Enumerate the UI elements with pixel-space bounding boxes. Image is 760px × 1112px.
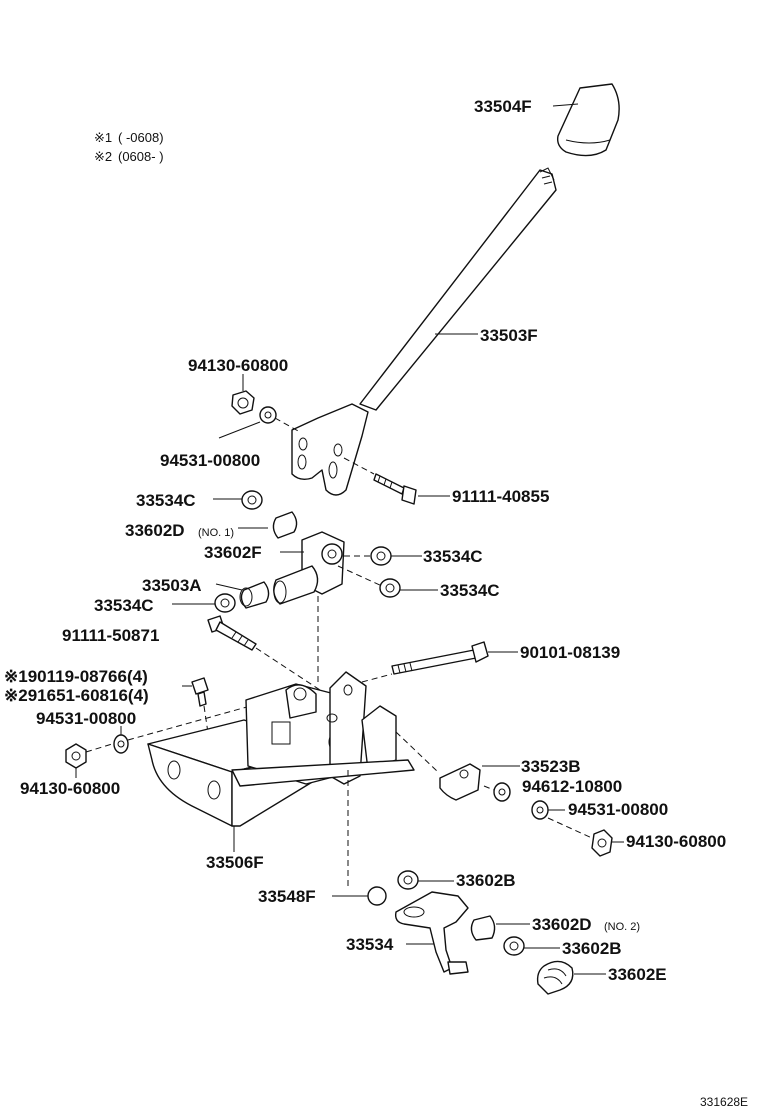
label-33602B-lower[interactable]: 33602B	[562, 939, 622, 958]
bolt-91111-50871	[207, 615, 321, 691]
bushings-right	[370, 546, 438, 598]
note-2-mark: ※2	[94, 149, 112, 164]
label-94130-60800-left[interactable]: 94130-60800	[20, 779, 120, 798]
upper-nut-washer	[218, 374, 301, 439]
label-94130-60800-upper[interactable]: 94130-60800	[188, 356, 288, 375]
bracket-33523B	[395, 731, 520, 801]
label-33506F[interactable]: 33506F	[206, 853, 264, 872]
figure-code: 331628E	[700, 1095, 748, 1109]
label-33602D-no2[interactable]: 33602D	[532, 915, 592, 934]
label-33602E[interactable]: 33602E	[608, 965, 667, 984]
label-33503F[interactable]: 33503F	[480, 326, 538, 345]
pivot-33602F	[273, 531, 383, 684]
label-33602F[interactable]: 33602F	[204, 543, 262, 562]
label-33534[interactable]: 33534	[346, 935, 394, 954]
bolt-91111-40855	[343, 457, 450, 505]
washers-right	[483, 782, 624, 857]
label-94531-00800-left[interactable]: 94531-00800	[36, 709, 136, 728]
label-33602D-no1-suffix: (NO. 1)	[198, 527, 234, 539]
notes-block: ※1 ( -0608) ※2 (0608- )	[94, 130, 164, 164]
part-labels: 33504F 33503F 94130-60800 94531-00800 91…	[4, 97, 726, 984]
label-33602D-no1[interactable]: 33602D	[125, 521, 185, 540]
label-91111-40855[interactable]: 91111-40855	[452, 487, 549, 506]
label-33602B-upper[interactable]: 33602B	[456, 871, 516, 890]
label-33602D-no2-suffix: (NO. 2)	[604, 921, 640, 933]
label-33503A[interactable]: 33503A	[142, 576, 202, 595]
label-94612-10800[interactable]: 94612-10800	[522, 777, 622, 796]
washers-left	[65, 699, 273, 778]
note-1-mark: ※1	[94, 130, 112, 145]
shift-knob-part	[552, 83, 620, 157]
label-94531-00800-upper[interactable]: 94531-00800	[160, 451, 260, 470]
bushings-left	[172, 490, 298, 613]
label-90119-08766[interactable]: ※190119-08766(4)	[4, 667, 148, 686]
label-33504F[interactable]: 33504F	[474, 97, 532, 116]
bolt-90101-08139	[361, 641, 518, 683]
label-94130-60800-right[interactable]: 94130-60800	[626, 832, 726, 851]
label-33534C-upper-left[interactable]: 33534C	[136, 491, 196, 510]
label-91651-60816[interactable]: ※291651-60816(4)	[4, 686, 149, 705]
label-33523B[interactable]: 33523B	[521, 757, 581, 776]
label-91111-50871[interactable]: 91111-50871	[62, 626, 159, 645]
label-33534C-right-lower[interactable]: 33534C	[440, 581, 500, 600]
note-2-text: (0608- )	[118, 149, 164, 164]
shift-lever-part	[291, 167, 557, 496]
label-94531-00800-right[interactable]: 94531-00800	[568, 800, 668, 819]
small-bolt	[182, 677, 219, 801]
label-33534C-right-upper[interactable]: 33534C	[423, 547, 483, 566]
base-bracket-part	[147, 671, 415, 852]
note-1-text: ( -0608)	[118, 130, 164, 145]
label-33534C-left-lower[interactable]: 33534C	[94, 596, 154, 615]
lower-linkage	[332, 770, 606, 995]
label-33548F[interactable]: 33548F	[258, 887, 316, 906]
label-90101-08139[interactable]: 90101-08139	[520, 643, 620, 662]
